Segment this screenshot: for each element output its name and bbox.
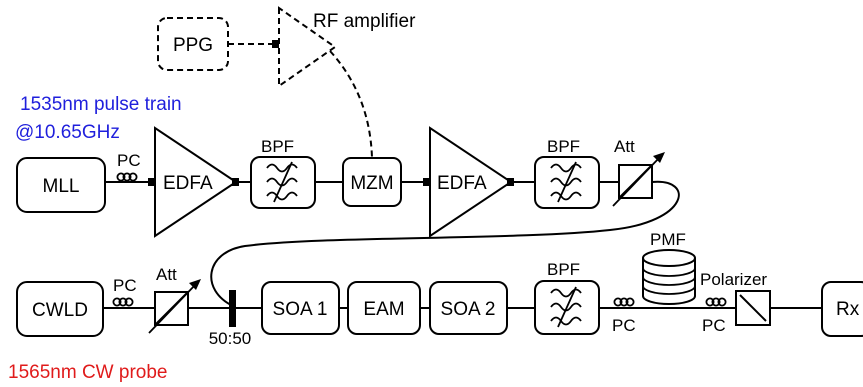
pc-2-label: PC bbox=[113, 276, 137, 295]
eam-label: EAM bbox=[363, 299, 404, 320]
att-2-arrowhead-icon bbox=[189, 279, 201, 290]
rx-label: Rx bbox=[836, 299, 860, 320]
edfa-2-label: EDFA bbox=[437, 173, 487, 194]
edfa-1-label: EDFA bbox=[163, 173, 213, 194]
att-1-arrowhead-icon bbox=[653, 152, 665, 163]
rf-to-mzm-link bbox=[329, 50, 373, 159]
fiber-loop-to-coupler bbox=[210, 180, 680, 307]
rf-amplifier-label: RF amplifier bbox=[313, 11, 416, 32]
att-1-arrow-icon bbox=[612, 156, 661, 207]
pmf-label: PMF bbox=[650, 230, 686, 249]
soa-1-label: SOA 1 bbox=[273, 299, 328, 320]
att-2-label: Att bbox=[156, 265, 177, 284]
pc-2-coil-icon bbox=[112, 297, 134, 307]
pmf-spool-icon bbox=[642, 249, 696, 305]
ppg-label: PPG bbox=[173, 35, 213, 56]
bpf-2-label: BPF bbox=[547, 137, 580, 156]
cwld-label: CWLD bbox=[32, 300, 88, 321]
edfa-2-triangle bbox=[429, 126, 513, 238]
pc-3-label: PC bbox=[612, 316, 636, 335]
edfa2-output-port bbox=[507, 178, 514, 186]
att-1-label: Att bbox=[614, 137, 635, 156]
bpf-3-label: BPF bbox=[547, 260, 580, 279]
pulse-train-label: 1535nm pulse train bbox=[20, 94, 182, 115]
rf-amplifier-input-port bbox=[272, 40, 279, 48]
mll-label: MLL bbox=[43, 176, 80, 197]
bpf-1-label: BPF bbox=[261, 137, 294, 156]
mzm-label: MZM bbox=[350, 173, 393, 194]
pc-4-label: PC bbox=[702, 316, 726, 335]
pc-4-coil-icon bbox=[705, 297, 727, 307]
pc-1-coil-icon bbox=[116, 172, 138, 182]
pc-1-label: PC bbox=[117, 151, 141, 170]
coupler-bar bbox=[229, 290, 236, 327]
edfa1-input-port bbox=[148, 178, 155, 186]
att-2-arrow-icon bbox=[148, 283, 197, 334]
edfa1-output-port bbox=[232, 178, 239, 186]
coupler-label: 50:50 bbox=[209, 329, 252, 348]
mll-box bbox=[16, 157, 106, 213]
rf-amplifier-triangle bbox=[278, 6, 337, 88]
pc-3-coil-icon bbox=[613, 297, 635, 307]
rx-box bbox=[821, 281, 863, 337]
soa-2-label: SOA 2 bbox=[441, 299, 496, 320]
pulse-train-rate-label: @10.65GHz bbox=[15, 122, 120, 143]
edfa-1-triangle bbox=[154, 126, 238, 238]
edfa2-input-port bbox=[423, 178, 430, 186]
polarizer-slash bbox=[739, 294, 767, 322]
polarizer-label: Polarizer bbox=[700, 270, 767, 289]
cw-probe-label: 1565nm CW probe bbox=[8, 362, 167, 383]
